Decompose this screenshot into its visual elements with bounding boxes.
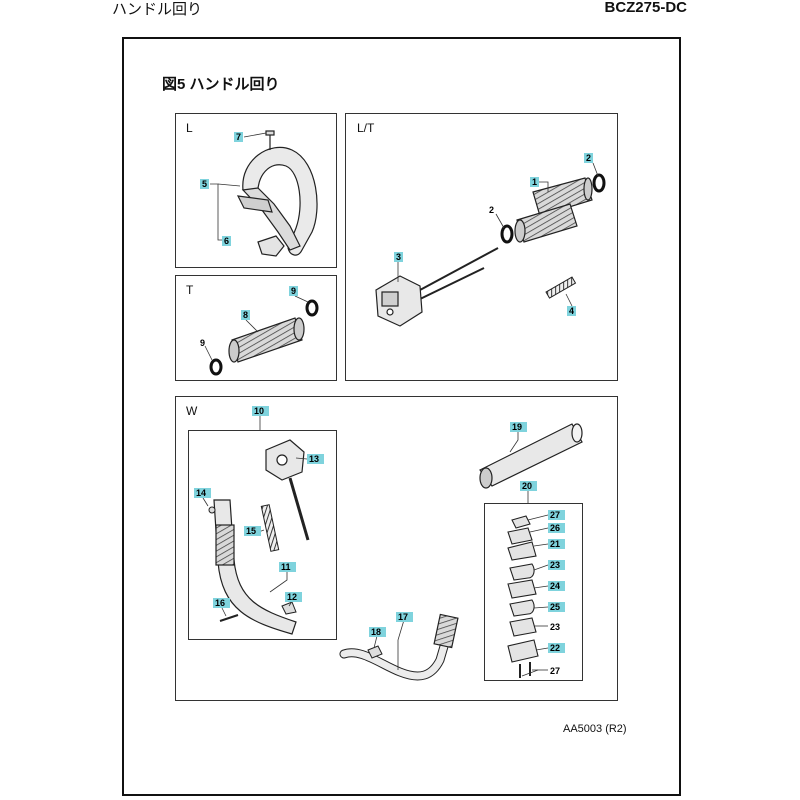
subpanel-w-handle-assembly [188, 430, 337, 640]
svg-text:25: 25 [550, 602, 560, 612]
callout-2-upper: 2 [584, 153, 593, 163]
svg-text:15: 15 [246, 526, 256, 536]
callout-16: 16 [213, 598, 230, 608]
leader-lines [202, 132, 599, 677]
svg-text:2: 2 [586, 153, 591, 163]
o-ring-2-lower [500, 224, 514, 244]
callout-15: 15 [244, 526, 261, 536]
callout-8: 8 [241, 310, 250, 320]
subpanel-w-clamp-kit [484, 503, 583, 681]
callout-7: 7 [234, 132, 243, 142]
callout-9-left: 9 [200, 338, 205, 348]
panel-lt [345, 113, 618, 381]
o-ring-9-left [209, 358, 223, 376]
callout-6: 6 [222, 236, 231, 246]
callout-19: 19 [510, 422, 527, 432]
grip-2 [514, 203, 578, 243]
throttle-unit-13 [265, 439, 310, 541]
svg-text:12: 12 [287, 592, 297, 602]
callout-12: 12 [285, 592, 302, 602]
panel-label-l: L [186, 121, 193, 135]
panel-label-w: W [186, 404, 198, 418]
pin-16 [219, 614, 239, 622]
spring-15 [260, 504, 280, 552]
callout-3: 3 [394, 252, 403, 262]
callout-4: 4 [567, 306, 576, 316]
svg-text:6: 6 [224, 236, 229, 246]
callout-26: 26 [548, 523, 565, 533]
callout-20: 20 [520, 481, 537, 491]
svg-text:21: 21 [550, 539, 560, 549]
loop-handle-bolt [265, 130, 275, 150]
o-ring-9-right [305, 299, 319, 317]
svg-text:16: 16 [215, 598, 225, 608]
svg-text:8: 8 [243, 310, 248, 320]
callout-27-lower: 27 [550, 666, 560, 676]
callout-5: 5 [200, 179, 209, 189]
diagram-frame [122, 37, 681, 796]
svg-text:18: 18 [371, 627, 381, 637]
panel-t [175, 275, 337, 381]
grip-1 [532, 177, 593, 217]
svg-text:10: 10 [254, 406, 264, 416]
callout-21: 21 [548, 539, 565, 549]
callout-27-upper: 27 [548, 510, 565, 520]
callout-14: 14 [194, 488, 211, 498]
callout-23-lower: 23 [550, 622, 560, 632]
svg-text:19: 19 [512, 422, 522, 432]
svg-text:9: 9 [291, 286, 296, 296]
svg-text:11: 11 [281, 562, 291, 572]
clip-18 [367, 645, 383, 659]
svg-text:1: 1 [532, 177, 537, 187]
svg-text:4: 4 [569, 306, 574, 316]
svg-text:23: 23 [550, 560, 560, 570]
callout-25: 25 [548, 602, 565, 612]
svg-text:20: 20 [522, 481, 532, 491]
panel-label-lt: L/T [357, 121, 375, 135]
clip-12 [281, 601, 297, 615]
callout-22: 22 [548, 643, 565, 653]
callout-11: 11 [279, 562, 296, 572]
panel-w [175, 396, 618, 701]
svg-text:14: 14 [196, 488, 206, 498]
svg-text:17: 17 [398, 612, 408, 622]
tube-19 [479, 423, 583, 489]
panel-label-t: T [186, 283, 194, 297]
svg-text:7: 7 [236, 132, 241, 142]
svg-text:13: 13 [309, 454, 319, 464]
svg-text:27: 27 [550, 510, 560, 520]
panel-l [175, 113, 337, 268]
throttle-housing-3 [375, 247, 499, 327]
clamp-kit-parts [507, 515, 539, 678]
callout-18: 18 [369, 627, 386, 637]
svg-text:3: 3 [396, 252, 401, 262]
callout-24: 24 [548, 581, 565, 591]
header-section-title: ハンドル回り [112, 1, 203, 18]
callout-1: 1 [530, 177, 539, 187]
loop-handle-part [236, 146, 318, 256]
svg-text:26: 26 [550, 523, 560, 533]
grip-8 [228, 317, 305, 363]
callout-17: 17 [396, 612, 413, 622]
svg-text:22: 22 [550, 643, 560, 653]
callout-9-right: 9 [289, 286, 298, 296]
bent-handle-11 [213, 499, 297, 635]
svg-text:5: 5 [202, 179, 207, 189]
drawing-reference-code: AA5003 (R2) [563, 723, 627, 735]
o-ring-2-upper [592, 173, 606, 193]
svg-text:24: 24 [550, 581, 560, 591]
callout-13: 13 [307, 454, 324, 464]
screw-14 [208, 506, 216, 514]
bar-handle-17 [339, 613, 459, 681]
callout-2-lower: 2 [489, 205, 494, 215]
figure-title: 図5 ハンドル回り [162, 76, 280, 93]
callout-10: 10 [252, 406, 269, 416]
loop-handle-clamp [257, 235, 285, 257]
header-model-number: BCZ275-DC [604, 0, 687, 16]
callout-23-upper: 23 [548, 560, 565, 570]
spring-4 [545, 276, 577, 299]
